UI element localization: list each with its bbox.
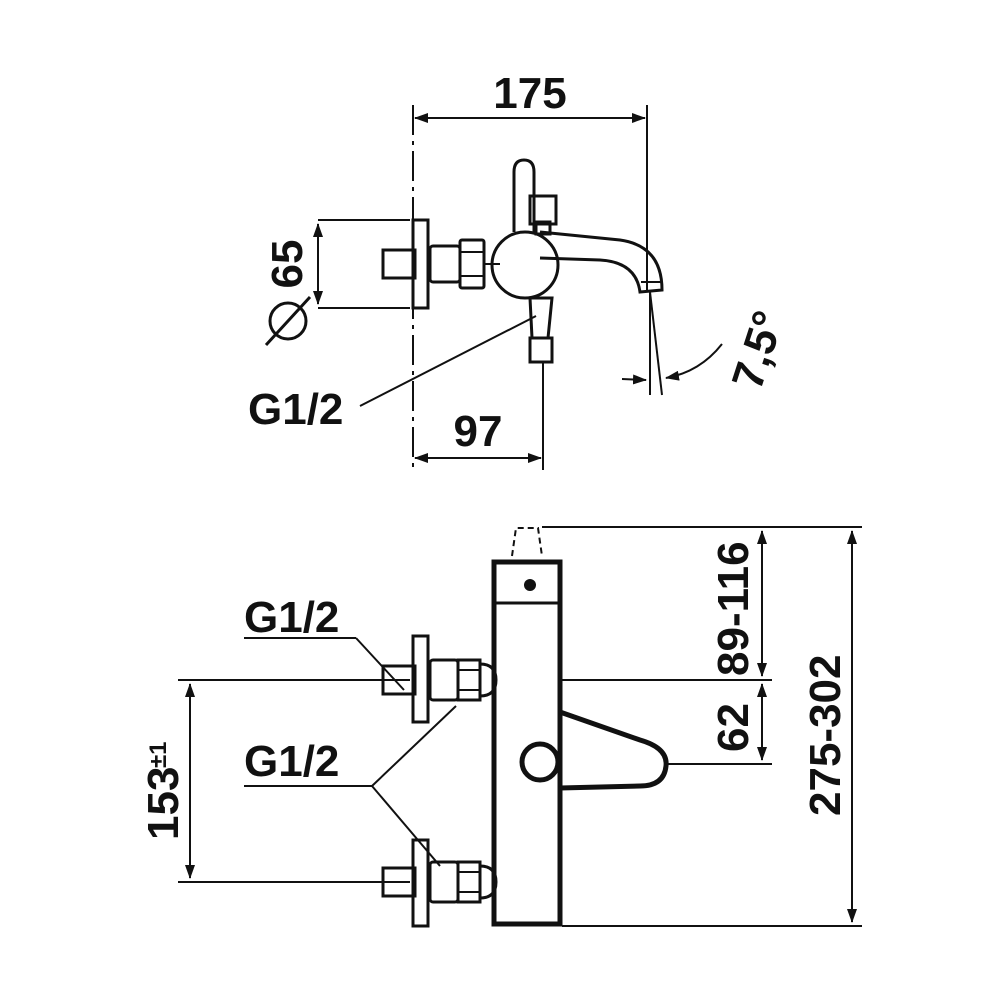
leader-g12-upper: [355, 637, 405, 691]
dim-label-89-116: 89-116: [709, 541, 758, 676]
eccentric-connector: [428, 244, 462, 284]
dim-label-275-302: 275-302: [801, 655, 850, 816]
angle-arc: [665, 343, 723, 381]
label-g12-front-upper: G1/2: [244, 593, 339, 642]
mixer-body: [490, 230, 560, 300]
lower-rosette: [411, 838, 430, 928]
label-g12-top: G1/2: [248, 385, 343, 434]
diameter-symbol: [268, 301, 308, 341]
diverter-lever: [512, 158, 536, 232]
mixer-body-front: [491, 559, 563, 927]
diverter-dashed: [511, 527, 543, 557]
dim-label-65: 65: [263, 240, 312, 289]
inlet-stub: [381, 248, 417, 280]
dim-label-175: 175: [493, 69, 566, 118]
diverter-knob: [528, 194, 558, 226]
rosette-plate: [411, 218, 430, 310]
thermostat-knob: [519, 741, 561, 783]
union-nut: [458, 238, 486, 290]
spout: [539, 230, 664, 294]
lower-union-nut: [456, 860, 482, 904]
leader-g12-top: [359, 315, 537, 407]
diverter-pin: [524, 579, 536, 591]
label-g12-front-lower: G1/2: [244, 737, 339, 786]
front-view: G1/2 G1/2 153 ±1 89-116 62 275-302: [139, 526, 862, 928]
dim-label-62: 62: [709, 703, 758, 752]
leader-g12-a: [371, 705, 457, 787]
dim-label-angle: 7,5°: [723, 305, 794, 395]
dim-label-97: 97: [454, 407, 503, 456]
top-view: 175 65 G1/2 97: [248, 69, 794, 470]
upper-union-nut: [456, 658, 482, 702]
upper-rosette: [411, 634, 430, 724]
leader-g12-b: [371, 785, 441, 867]
dim-label-tolerance: ±1: [145, 741, 172, 768]
spout-front: [559, 709, 669, 791]
dim-label-153: 153: [139, 767, 188, 840]
